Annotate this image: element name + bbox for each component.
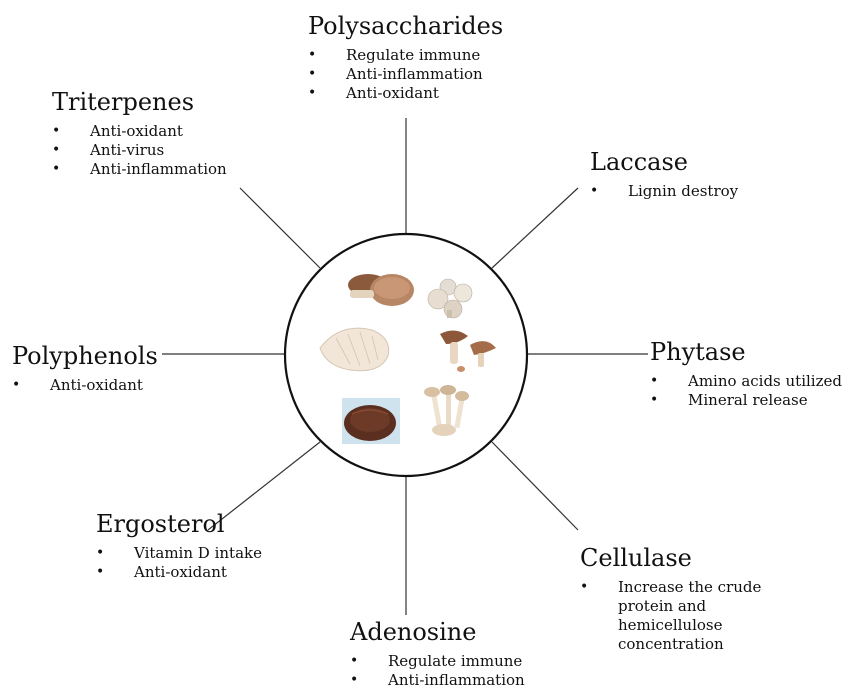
node-laccase: Laccase Lignin destroy bbox=[590, 148, 738, 201]
node-title: Polysaccharides bbox=[308, 12, 503, 40]
node-title: Polyphenols bbox=[12, 342, 158, 370]
node-polysaccharides: Polysaccharides Regulate immune Anti-inf… bbox=[308, 12, 503, 103]
node-title: Adenosine bbox=[350, 618, 525, 646]
node-adenosine: Adenosine Regulate immune Anti-inflammat… bbox=[350, 618, 525, 686]
bullet-item: Anti-inflammation bbox=[350, 671, 525, 686]
bullet-item: Anti-oxidant bbox=[52, 122, 227, 141]
node-polyphenols: Polyphenols Anti-oxidant bbox=[12, 342, 158, 395]
bullet-item: Regulate immune bbox=[350, 652, 525, 671]
bullet-item: Anti-virus bbox=[52, 141, 227, 160]
bullet-list: Regulate immune Anti-inflammation Anti-o… bbox=[308, 46, 503, 103]
bullet-list: Amino acids utilized Mineral release bbox=[650, 372, 852, 410]
node-ergosterol: Ergosterol Vitamin D intake Anti-oxidant bbox=[96, 510, 262, 582]
bullet-item: Regulate immune bbox=[308, 46, 503, 65]
node-title: Laccase bbox=[590, 148, 738, 176]
connector-laccase bbox=[492, 188, 578, 268]
bullet-list: Anti-oxidant bbox=[12, 376, 158, 395]
bullet-list: Vitamin D intake Anti-oxidant bbox=[96, 544, 262, 582]
bullet-list: Lignin destroy bbox=[590, 182, 738, 201]
reishi-mushroom-icon bbox=[342, 398, 400, 444]
node-title: Triterpenes bbox=[52, 88, 227, 116]
bullet-item: Anti-oxidant bbox=[96, 563, 262, 582]
bullet-item: Anti-inflammation bbox=[308, 65, 503, 84]
node-title: Ergosterol bbox=[96, 510, 262, 538]
center-circle bbox=[285, 234, 527, 476]
node-title: Phytase bbox=[650, 338, 852, 366]
node-phytase: Phytase Amino acids utilized Mineral rel… bbox=[650, 338, 852, 410]
connector-cellulase bbox=[492, 442, 578, 530]
bullet-item: Lignin destroy bbox=[590, 182, 738, 201]
bullet-item: Anti-inflammation bbox=[52, 160, 227, 179]
bullet-item: Increase the crude protein and hemicellu… bbox=[580, 578, 778, 654]
node-cellulase: Cellulase Increase the crude protein and… bbox=[580, 544, 778, 654]
node-triterpenes: Triterpenes Anti-oxidant Anti-virus Anti… bbox=[52, 88, 227, 179]
bullet-list: Regulate immune Anti-inflammation bbox=[350, 652, 525, 686]
bullet-list: Anti-oxidant Anti-virus Anti-inflammatio… bbox=[52, 122, 227, 179]
bullet-item: Mineral release bbox=[650, 391, 852, 410]
connector-triterpenes bbox=[240, 188, 320, 268]
bullet-item: Anti-oxidant bbox=[308, 84, 503, 103]
bullet-item: Vitamin D intake bbox=[96, 544, 262, 563]
bullet-item: Amino acids utilized bbox=[650, 372, 852, 391]
bullet-item: Anti-oxidant bbox=[12, 376, 158, 395]
node-title: Cellulase bbox=[580, 544, 778, 572]
bullet-list: Increase the crude protein and hemicellu… bbox=[580, 578, 778, 654]
